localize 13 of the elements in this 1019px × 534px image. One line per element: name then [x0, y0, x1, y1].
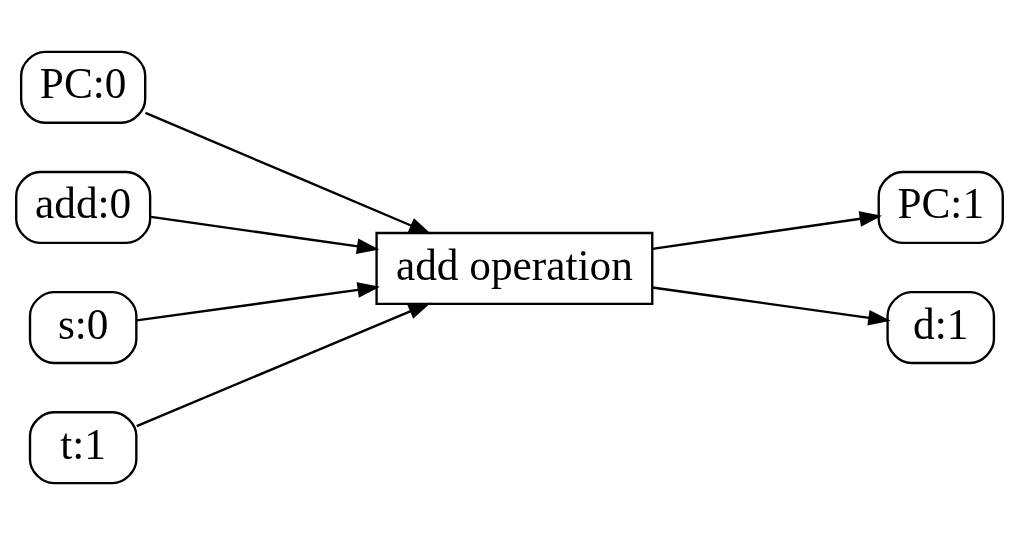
node-box: add:0	[15, 170, 152, 244]
node-box: PC:1	[877, 170, 1004, 244]
node-box: s:0	[28, 290, 138, 364]
node-box: t:1	[28, 410, 138, 484]
node-box: PC:0	[19, 50, 147, 124]
arrow	[652, 210, 883, 250]
arrow	[150, 215, 380, 254]
arrow	[652, 285, 891, 325]
node-box: d:1	[886, 290, 996, 364]
arrow	[145, 111, 432, 234]
node-box: add operation	[375, 231, 654, 305]
arrow	[136, 302, 431, 427]
arrow	[136, 281, 380, 322]
